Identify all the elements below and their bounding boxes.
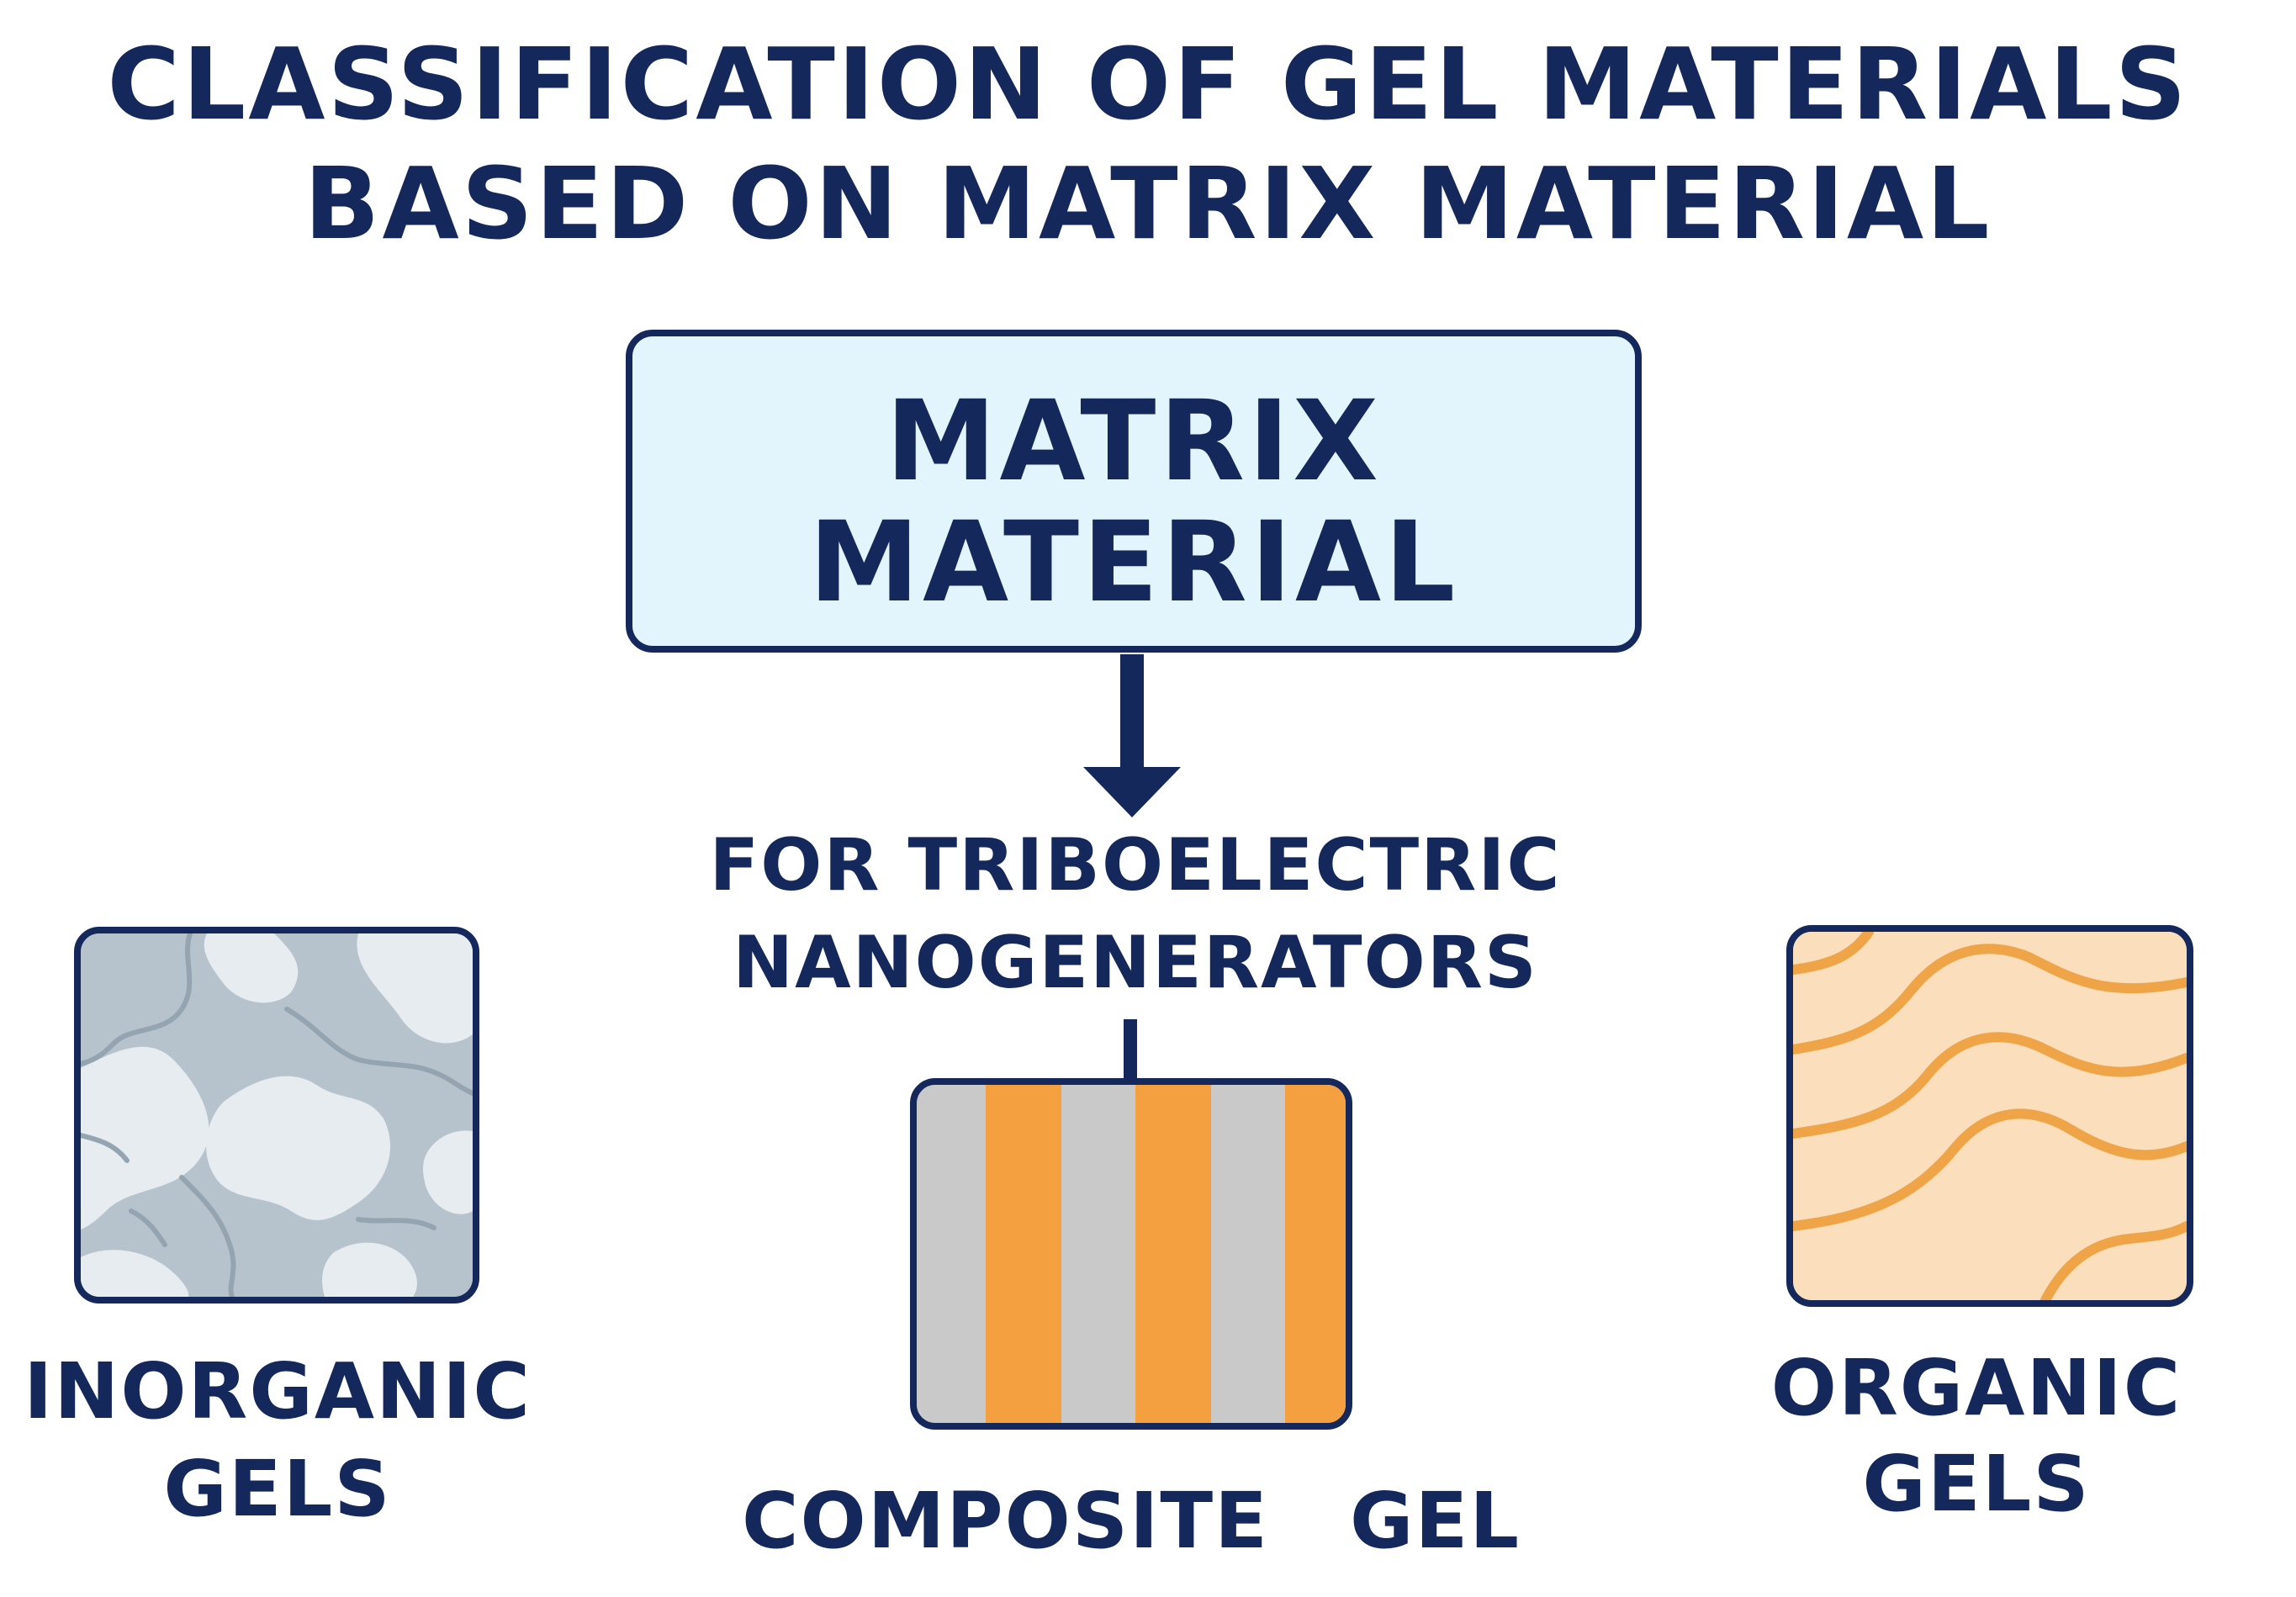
triboelectric-label-line-1: FOR TRIBOELECTRIC — [709, 823, 1562, 907]
organic-gels-label: ORGANIC GELS — [1770, 1343, 2182, 1529]
wavy-polymer-chains-icon — [1786, 925, 2193, 1307]
matrix-material-label-line-2: MATERIAL — [808, 498, 1459, 627]
triboelectric-label-line-2: NANOGENERATORS — [733, 921, 1538, 1005]
striped-composite-icon — [910, 1078, 1352, 1430]
inorganic-gels-label-line-1: INORGANIC — [24, 1346, 532, 1436]
matrix-material-label-line-1: MATRIX — [886, 377, 1382, 506]
matrix-material-box: MATRIX MATERIAL — [626, 330, 1642, 653]
composite-gel-label: COMPOSITE GEL — [741, 1476, 1521, 1566]
down-arrow-shaft — [1120, 654, 1144, 777]
diagram-title-line-2: BASED ON MATRIX MATERIAL — [304, 145, 1992, 262]
porous-inorganic-network-icon — [74, 927, 479, 1304]
composite-connector-line — [1124, 1019, 1137, 1078]
diagram-title-line-1: CLASSIFICATION OF GEL MATERIALS — [107, 26, 2189, 142]
inorganic-gels-label-line-2: GELS — [163, 1444, 392, 1534]
down-arrow-icon — [1083, 767, 1181, 817]
